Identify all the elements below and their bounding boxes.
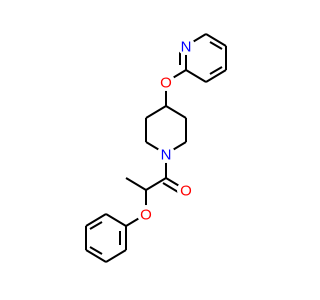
ether-oxygen-bottom-label: O: [140, 207, 152, 224]
bond: [209, 66, 223, 75]
carbonyl-oxygen-label: O: [180, 183, 192, 200]
structure-diagram: N O N O O: [85, 33, 227, 263]
pyridine-nitrogen-label: N: [181, 39, 192, 56]
bonds: [85, 33, 227, 263]
bond: [85, 249, 107, 263]
piperidine-nitrogen-atom: N: [157, 145, 175, 164]
bond: [209, 41, 223, 50]
ether-oxygen-top-atom: O: [157, 73, 175, 92]
bond: [205, 33, 227, 47]
atom-labels: N O N O O: [137, 37, 195, 224]
pyridine-nitrogen-atom: N: [177, 37, 195, 56]
ether-oxygen-bottom-atom: O: [137, 205, 155, 224]
bond: [105, 213, 127, 227]
bond: [125, 177, 147, 191]
carbonyl-oxygen-atom: O: [177, 181, 195, 200]
bond: [205, 69, 227, 83]
bond: [165, 105, 187, 119]
bond: [145, 177, 167, 191]
piperidine-nitrogen-label: N: [161, 147, 172, 164]
bond: [145, 105, 167, 119]
bond: [105, 249, 127, 263]
bond: [89, 221, 103, 230]
ether-oxygen-top-label: O: [160, 75, 172, 92]
bond: [89, 246, 103, 255]
bond: [185, 69, 207, 83]
bond: [85, 213, 107, 227]
